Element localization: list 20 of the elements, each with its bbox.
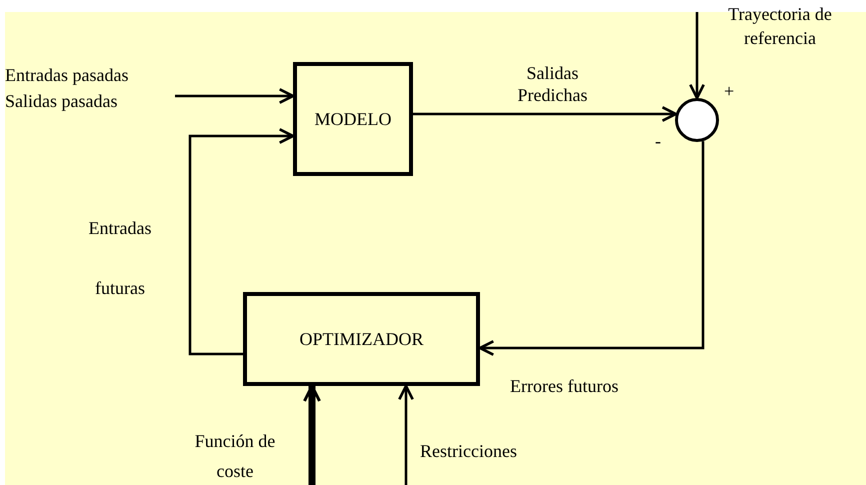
edge-label: Errores futuros xyxy=(510,375,620,398)
sign-label: + xyxy=(724,80,734,103)
edge-label: Salidas Predichas xyxy=(516,62,588,106)
block-box xyxy=(243,292,480,386)
arrow xyxy=(398,384,414,485)
sign-label: - xyxy=(655,130,661,153)
arrow xyxy=(303,384,321,485)
block-title: OPTIMIZADOR xyxy=(300,328,424,350)
edge-label: Restricciones xyxy=(420,440,518,463)
input-label: Entradas pasadas Salidas pasadas xyxy=(5,62,175,112)
arrow xyxy=(478,141,704,356)
edge-label: Función de coste xyxy=(194,430,276,483)
arrow xyxy=(689,12,705,100)
arrow xyxy=(188,128,294,356)
arrow xyxy=(175,88,294,104)
arrow xyxy=(413,106,678,122)
edge-label: Entradas futuras xyxy=(88,217,152,300)
block-box xyxy=(293,62,413,176)
edge-label: Trayectoria de referencia xyxy=(727,3,833,50)
block-title: MODELO xyxy=(314,108,392,130)
